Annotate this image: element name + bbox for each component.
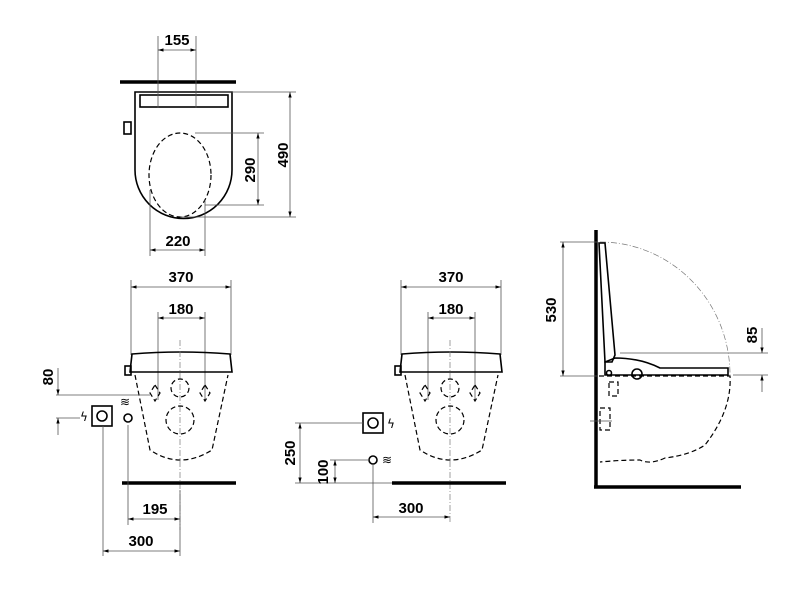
water-connection-icon: [123, 413, 133, 423]
dim-155: 155: [164, 32, 189, 49]
power-socket-icon: [362, 412, 384, 434]
dim-290: 290: [242, 157, 259, 182]
seat-outline: [134, 91, 233, 220]
dim-370-mid: 370: [438, 269, 463, 286]
seat-opening: [148, 132, 212, 218]
dim-100: 100: [315, 459, 332, 484]
seat-front: [399, 351, 503, 373]
lid-swing-arc: [599, 241, 731, 376]
water-connection-icon: [368, 455, 378, 465]
top-view: 155 490 290 220: [120, 32, 296, 256]
bowl-outline: [134, 374, 229, 461]
seat-front: [129, 351, 233, 373]
front-view-middle: 370 180 ϟ ≋ 250 100 300: [282, 269, 506, 523]
water-waves-icon: ≋: [382, 453, 392, 467]
dim-180-left: 180: [168, 301, 193, 318]
electric-bolt-icon: ϟ: [387, 417, 395, 431]
raised-lid: [598, 242, 616, 363]
side-control: [123, 121, 132, 135]
dim-370-left: 370: [168, 269, 193, 286]
bowl-outline: [404, 374, 499, 461]
dim-220: 220: [165, 233, 190, 250]
water-waves-icon: ≋: [120, 395, 130, 409]
seat-hinge-unit: [139, 94, 229, 108]
dim-300-mid: 300: [398, 500, 423, 517]
dim-195: 195: [142, 501, 167, 518]
front-view-left: 370 180 ϟ ≋ 80 195 300: [40, 269, 236, 556]
dim-250: 250: [282, 440, 299, 465]
dim-85: 85: [744, 327, 761, 344]
dim-180-mid: 180: [438, 301, 463, 318]
dim-490: 490: [275, 142, 292, 167]
power-socket-icon: [91, 405, 113, 427]
side-view: 530 85: [543, 230, 768, 489]
dim-300-left: 300: [128, 533, 153, 550]
dim-80: 80: [40, 369, 57, 386]
seat-side: [604, 357, 729, 376]
dim-530: 530: [543, 297, 560, 322]
electric-bolt-icon: ϟ: [80, 410, 88, 424]
